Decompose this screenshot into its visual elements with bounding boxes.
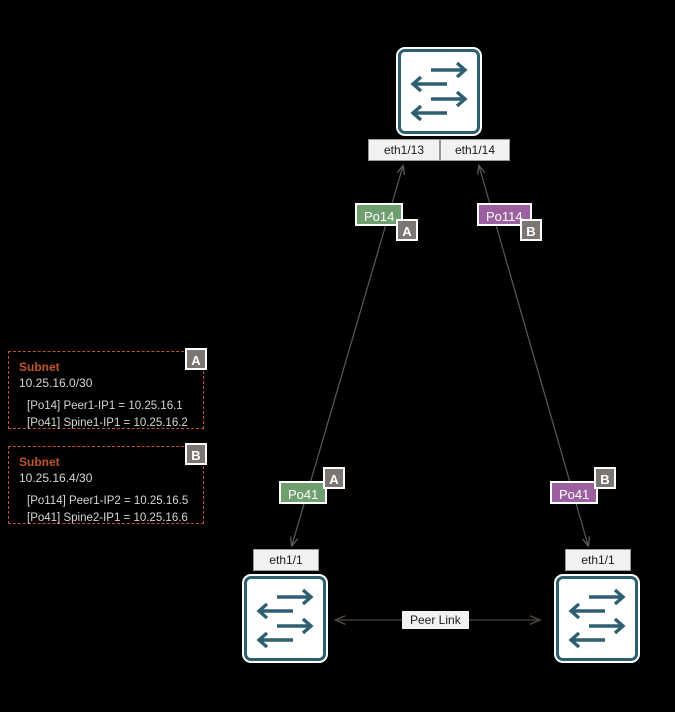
subnet-cidr-b: 10.25.16.4/30 (19, 471, 93, 485)
switch-icon (559, 579, 635, 658)
subnet-detail-list-b: [Po114] Peer1-IP2 = 10.25.16.5 [Po41] Sp… (19, 493, 193, 527)
subnet-detail-line: [Po41] Spine2-IP1 = 10.25.16.6 (27, 512, 188, 524)
port-eth1-1-left[interactable]: eth1/1 (253, 549, 319, 571)
subnet-badge-b: B (185, 443, 207, 465)
spine-switch[interactable] (398, 49, 480, 134)
port-eth1-1-right[interactable]: eth1/1 (565, 549, 631, 571)
badge-a-spine: A (396, 219, 418, 241)
subnet-title-b: Subnet (19, 455, 60, 469)
port-channel-po14[interactable]: Po14 (355, 203, 404, 226)
port-eth1-14[interactable]: eth1/14 (440, 139, 510, 161)
port-eth1-13[interactable]: eth1/13 (368, 139, 440, 161)
subnet-title-a: Subnet (19, 360, 60, 374)
port-channel-po114[interactable]: Po114 (477, 203, 532, 226)
subnet-detail-line: [Po14] Peer1-IP1 = 10.25.16.1 (27, 400, 183, 412)
badge-b-leaf: B (594, 467, 616, 489)
peer-link-label: Peer Link (402, 611, 469, 629)
port-channel-po41-right[interactable]: Po41 (550, 481, 599, 504)
subnet-box-b: B Subnet 10.25.16.4/30 [Po114] Peer1-IP2… (8, 443, 207, 527)
subnet-badge-a: A (185, 348, 207, 370)
subnet-box-a: A Subnet 10.25.16.0/30 [Po14] Peer1-IP1 … (8, 348, 207, 432)
port-channel-po41-left[interactable]: Po41 (279, 481, 328, 504)
leaf-switch-right[interactable] (556, 576, 638, 661)
switch-icon (247, 579, 323, 658)
subnet-cidr-a: 10.25.16.0/30 (19, 376, 93, 390)
badge-b-spine: B (520, 219, 542, 241)
switch-icon (401, 52, 477, 131)
badge-a-leaf: A (323, 467, 345, 489)
leaf-switch-left[interactable] (244, 576, 326, 661)
subnet-detail-line: [Po41] Spine1-IP1 = 10.25.16.2 (27, 417, 188, 429)
subnet-detail-line: [Po114] Peer1-IP2 = 10.25.16.5 (27, 495, 189, 507)
subnet-detail-list-a: [Po14] Peer1-IP1 = 10.25.16.1 [Po41] Spi… (19, 398, 193, 432)
